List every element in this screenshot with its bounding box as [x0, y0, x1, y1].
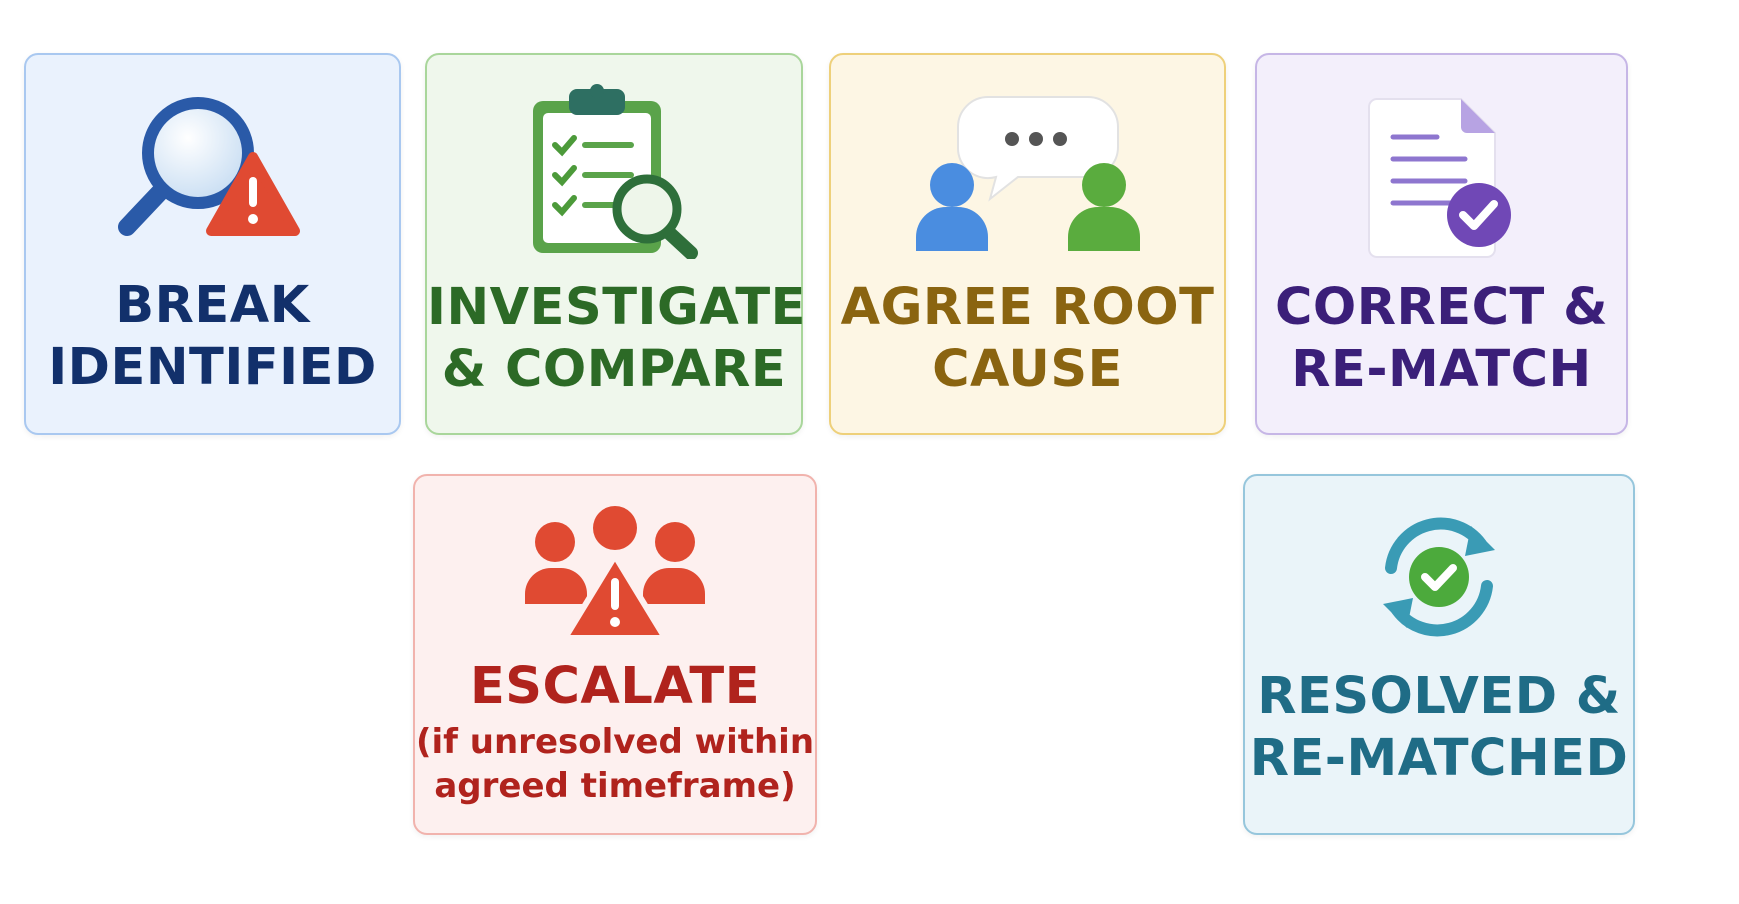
- step-title: ESCALATE: [415, 656, 815, 718]
- step-card-break-identified: BREAK IDENTIFIED: [24, 53, 401, 435]
- sync-check-icon: [1369, 512, 1509, 642]
- title-line-2: CAUSE: [932, 340, 1123, 399]
- people-chat-icon: [908, 83, 1148, 258]
- checklist-magnifier-icon: [519, 79, 709, 260]
- step-title: CORRECT & RE-MATCH: [1257, 277, 1626, 401]
- title-line-1: AGREE ROOT: [840, 278, 1215, 337]
- title-line-1: ESCALATE: [469, 657, 761, 716]
- title-line-1: INVESTIGATE: [427, 278, 806, 337]
- step-card-escalate: ESCALATE (if unresolved within agreed ti…: [413, 474, 817, 835]
- step-card-resolved-rematched: RESOLVED & RE-MATCHED: [1243, 474, 1635, 835]
- step-title: AGREE ROOT CAUSE: [831, 277, 1224, 401]
- magnifier-warning-icon: [113, 83, 313, 253]
- step-card-correct-rematch: CORRECT & RE-MATCH: [1255, 53, 1628, 435]
- document-check-icon: [1357, 93, 1527, 263]
- step-card-investigate-compare: INVESTIGATE & COMPARE: [425, 53, 806, 435]
- title-line-2: RE-MATCHED: [1249, 729, 1629, 788]
- step-subtitle: (if unresolved within agreed timeframe): [415, 720, 815, 808]
- title-line-1: CORRECT &: [1274, 278, 1609, 337]
- step-card-agree-root-cause: AGREE ROOT CAUSE: [829, 53, 1226, 435]
- title-line-1: RESOLVED &: [1257, 667, 1621, 726]
- title-line-2: RE-MATCH: [1291, 340, 1592, 399]
- step-title: INVESTIGATE & COMPARE: [427, 277, 806, 401]
- title-line-2: & COMPARE: [441, 340, 787, 399]
- step-title: RESOLVED & RE-MATCHED: [1245, 666, 1633, 790]
- group-warning-icon: [525, 504, 705, 644]
- title-line-1: BREAK: [115, 276, 310, 335]
- subtitle-line-1: (if unresolved within: [415, 722, 815, 762]
- title-line-2: IDENTIFIED: [48, 338, 377, 397]
- subtitle-line-2: agreed timeframe): [434, 766, 796, 806]
- step-title: BREAK IDENTIFIED: [26, 275, 399, 399]
